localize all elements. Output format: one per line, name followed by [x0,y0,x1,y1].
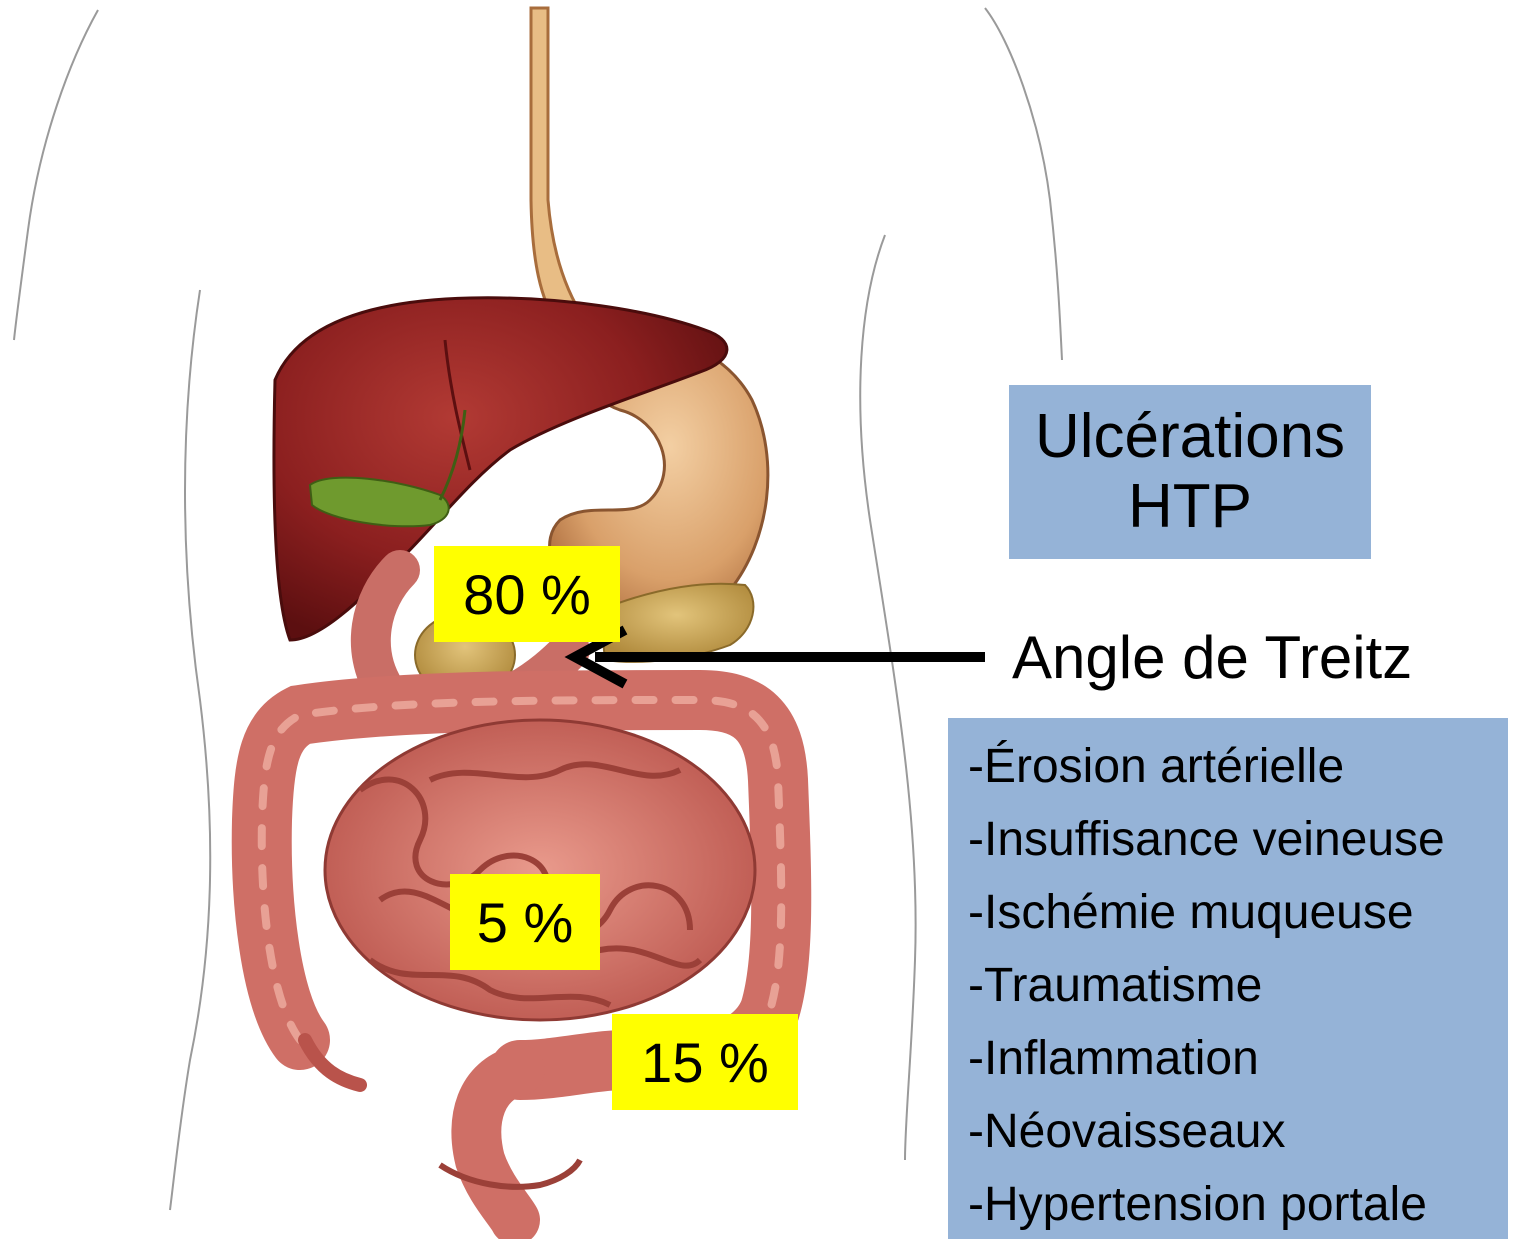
percentage-label-small-intestine: 5 % [450,874,600,970]
title-line-1: Ulcérations [1035,402,1345,472]
cause-item: -Néovaisseaux [968,1095,1508,1168]
cause-item: -Érosion artérielle [968,730,1508,803]
small-intestine [325,720,755,1020]
percentage-label-upper-gi: 80 % [434,546,620,642]
appendix [305,1040,360,1085]
cause-item: -Ischémie muqueuse [968,876,1508,949]
esophagus [531,8,585,330]
cause-item: -Hypertension portale [968,1168,1508,1241]
rectum [476,1070,520,1220]
causes-list: -Érosion artérielle -Insuffisance veineu… [948,718,1508,1239]
cause-item: -Traumatisme [968,949,1508,1022]
ulcerations-htp-box: Ulcérations HTP [1009,385,1371,559]
percentage-label-colon: 15 % [612,1014,798,1110]
cause-item: -Insuffisance veineuse [968,803,1508,876]
angle-de-treitz-label: Angle de Treitz [1012,620,1512,696]
cause-item: -Inflammation [968,1022,1508,1095]
title-line-2: HTP [1128,472,1252,542]
